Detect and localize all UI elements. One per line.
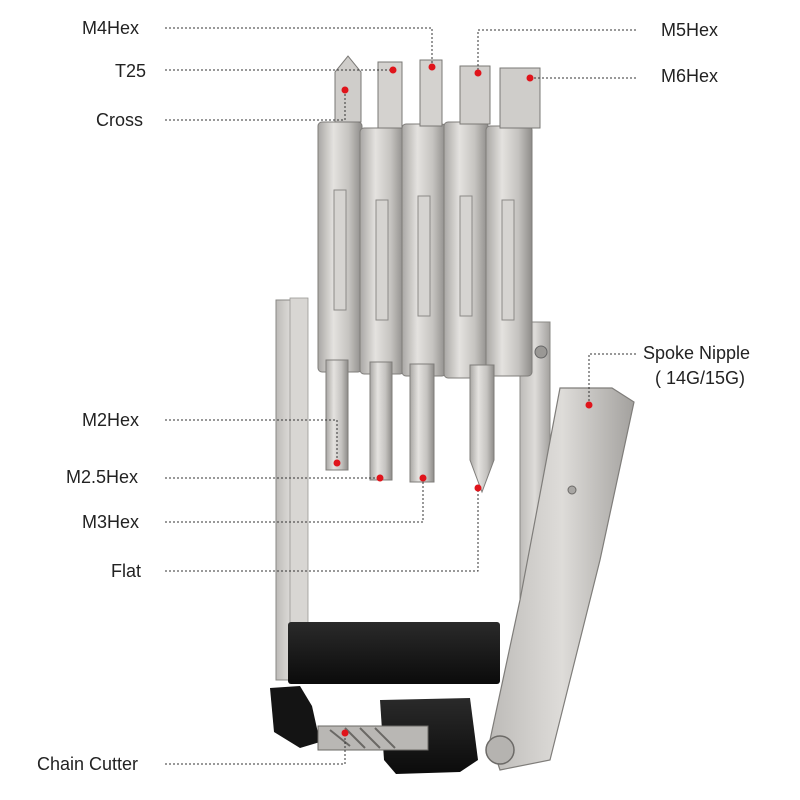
- marker-spoke: [585, 401, 593, 409]
- leader-cross: [165, 90, 346, 121]
- leader-m5hex: [477, 29, 636, 72]
- chain-cutter-block: [270, 622, 500, 774]
- marker-m25hex: [376, 474, 384, 482]
- marker-chain: [341, 729, 349, 737]
- leader-spoke: [588, 353, 636, 404]
- leader-m2hex: [165, 419, 338, 462]
- marker-cross: [341, 86, 349, 94]
- leader-chain: [165, 733, 346, 765]
- label-m5hex: M5Hex: [661, 20, 719, 40]
- label-flat: Flat: [111, 561, 142, 581]
- leader-m3hex: [165, 478, 424, 523]
- leader-m4hex: [165, 27, 433, 66]
- label-m6hex: M6Hex: [661, 66, 719, 86]
- marker-m6hex: [526, 74, 534, 82]
- spoke-wrench-arm: [485, 387, 635, 771]
- marker-m5hex: [474, 69, 482, 77]
- marker-m2hex: [333, 459, 341, 467]
- label-m3hex: M3Hex: [82, 512, 140, 532]
- label-chain-cutter: Chain Cutter: [37, 754, 139, 774]
- marker-flat: [474, 484, 482, 492]
- label-m4hex: M4Hex: [82, 18, 140, 38]
- label-spoke-nipple: Spoke Nipple: [643, 343, 751, 363]
- label-cross: Cross: [96, 110, 144, 130]
- marker-m4hex: [428, 63, 436, 71]
- leader-flat: [165, 488, 479, 572]
- marker-t25: [389, 66, 397, 74]
- label-m25hex: M2.5Hex: [66, 467, 139, 487]
- upper-bit-bodies: [317, 121, 533, 379]
- marker-m3hex: [419, 474, 427, 482]
- label-m2hex: M2Hex: [82, 410, 140, 430]
- label-spoke-nipple-size: ( 14G/15G): [655, 368, 746, 388]
- label-t25: T25: [115, 61, 147, 81]
- lower-bits: [325, 359, 495, 494]
